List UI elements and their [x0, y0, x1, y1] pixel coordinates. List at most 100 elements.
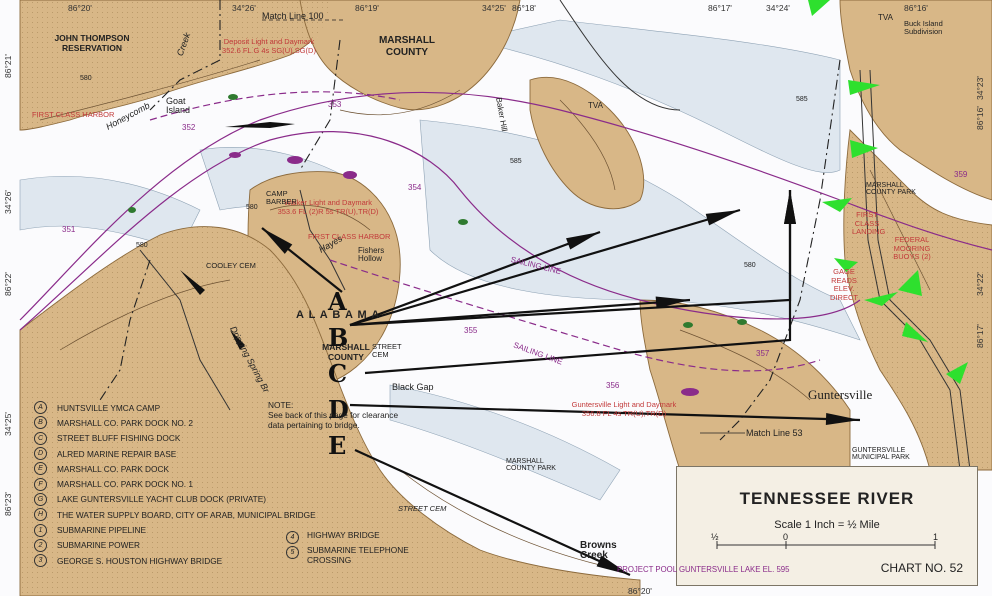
annotation-arrowhead — [705, 210, 740, 226]
boat-shapes — [180, 122, 295, 350]
legend-label: SUBMARINE POWER — [57, 540, 140, 551]
john-thompson-reservation: JOHN THOMPSON RESERVATION — [54, 33, 130, 53]
coord-left: 34°25' — [3, 412, 13, 436]
legend-key: D — [34, 447, 47, 461]
coord-right: 86°17' — [975, 324, 985, 348]
annotation-arrowhead — [596, 555, 630, 575]
contour-lines — [39, 59, 931, 566]
street-cem-label: STREET CEM — [398, 504, 447, 513]
legend-label: LAKE GUNTERSVILLE YACHT CLUB DOCK (PRIVA… — [57, 494, 267, 505]
fishers-hollow-label: Fishers Hollow — [358, 246, 385, 263]
legend-label: HIGHWAY BRIDGE — [307, 530, 380, 540]
deposit-light-label: Deposit Light and Daymark 352.6 FL G 4s … — [222, 37, 316, 55]
depth-label: 580 — [744, 262, 756, 269]
legend-label: HUNTSVILLE YMCA CAMP — [57, 402, 161, 413]
annotation-arrowhead — [825, 413, 860, 425]
first-class-harbor-label: FIRST CLASS HARBOR — [32, 110, 115, 119]
annotation-arrow-line — [349, 403, 861, 422]
legend-label: ALRED MARINE REPAIR BASE — [57, 448, 177, 459]
note-line: data pertaining to bridge. — [268, 420, 360, 431]
camp-barber-label: CAMP BARBER — [266, 189, 297, 206]
note-block: NOTE: See back of this page for clearanc… — [268, 400, 398, 430]
green-marker-icon — [848, 80, 880, 95]
match-line-53: Match Line 53 — [746, 428, 803, 438]
roads — [139, 0, 971, 471]
legend-row: D ALRED MARINE REPAIR BASE — [34, 446, 316, 461]
goat-island-label: Goat Island — [166, 96, 191, 115]
annotation-arrow-line — [349, 208, 741, 327]
green-marker-icon — [864, 292, 898, 306]
legend-label: SUBMARINE PIPELINE — [57, 525, 146, 536]
legend-key: C — [34, 431, 47, 445]
annotation-arrowhead — [262, 228, 293, 254]
legend-row: 3 GEORGE S. HOUSTON HIGHWAY BRIDGE — [34, 553, 316, 568]
river-mile: 353 — [328, 100, 342, 109]
annotation-arrow-line — [364, 190, 792, 375]
scale-mid: 0 — [783, 532, 789, 542]
coord-top: 34°25' — [482, 3, 506, 13]
annotation-arrowhead — [655, 296, 690, 309]
arrow-letter-e: E — [328, 431, 347, 460]
legend-label: GEORGE S. HOUSTON HIGHWAY BRIDGE — [57, 555, 223, 566]
note-line: See back of this page for clearance — [268, 410, 399, 421]
river-mile: 359 — [954, 170, 968, 179]
shallow-water — [19, 19, 861, 501]
scale-right: 1 — [933, 532, 939, 542]
legend-key: H — [34, 508, 47, 522]
coord-top: 86°16' — [904, 3, 928, 13]
annotation-arrows — [261, 190, 861, 577]
match-line-100: Match Line 100 — [262, 11, 324, 21]
annotation-arrow-line — [349, 230, 601, 327]
guntersville-label: Guntersville — [808, 387, 873, 402]
legend-key: 2 — [34, 538, 47, 552]
legend-label: SUBMARINE TELEPHONE CROSSING — [307, 545, 409, 566]
river-mile: 351 — [62, 225, 76, 234]
chart-title: TENNESSEE RIVER — [739, 489, 915, 508]
river-mile: 354 — [408, 183, 422, 192]
coord-top: 86°19' — [355, 3, 379, 13]
marshall-county-label: MARSHALL COUNTY — [322, 342, 370, 362]
river-mile: 355 — [464, 326, 478, 335]
legend-key: G — [34, 492, 47, 506]
green-marker-icon — [808, 0, 830, 16]
scale-text: Scale 1 Inch = ½ Mile — [774, 519, 880, 531]
river-mile: 356 — [606, 381, 620, 390]
legend-key: 3 — [34, 554, 47, 568]
arrow-letter-c: C — [328, 359, 348, 388]
coord-left: 86°21' — [3, 54, 13, 78]
coord-left: 34°26' — [3, 190, 13, 214]
legend-row: 5 SUBMARINE TELEPHONE CROSSING — [286, 545, 417, 565]
marshall-county-park-label: MARSHALL COUNTY PARK — [506, 458, 556, 472]
coord-top: 86°17' — [708, 3, 732, 13]
street-cem-label: STREET CEM — [372, 342, 402, 359]
note-title: NOTE: — [268, 400, 294, 410]
gage-reads-label: GAGE READS ELEV. DIRECT — [830, 267, 858, 302]
coord-top: 86°20' — [68, 3, 92, 13]
green-marker-icon — [898, 270, 922, 296]
arrow-letter-d: D — [328, 395, 349, 424]
coord-top: 34°24' — [766, 3, 790, 13]
green-markers — [808, 0, 968, 384]
title-box: TENNESSEE RIVER Scale 1 Inch = ½ Mile ½ … — [617, 466, 978, 586]
buoys — [128, 94, 747, 328]
coord-bottom: 86°20' — [628, 586, 652, 596]
marshall-county-label: MARSHALL COUNTY — [378, 35, 436, 58]
depth-label: 580 — [136, 242, 148, 249]
depth-label: 580 — [246, 204, 258, 211]
buck-island-label: Buck Island Subdivision — [904, 19, 943, 36]
annotation-arrow-line — [354, 448, 631, 577]
legend-key: 5 — [286, 546, 299, 560]
walker-light-label: Walker Light and Daymark 353.6 FL (2)R 5… — [277, 198, 379, 216]
coord-right: 34°23' — [975, 76, 985, 100]
federal-mooring-label: FEDERAL MOORING BUOYS (2) — [893, 235, 931, 262]
tva-label: TVA — [588, 101, 603, 110]
annotation-arrow-line — [349, 298, 691, 327]
